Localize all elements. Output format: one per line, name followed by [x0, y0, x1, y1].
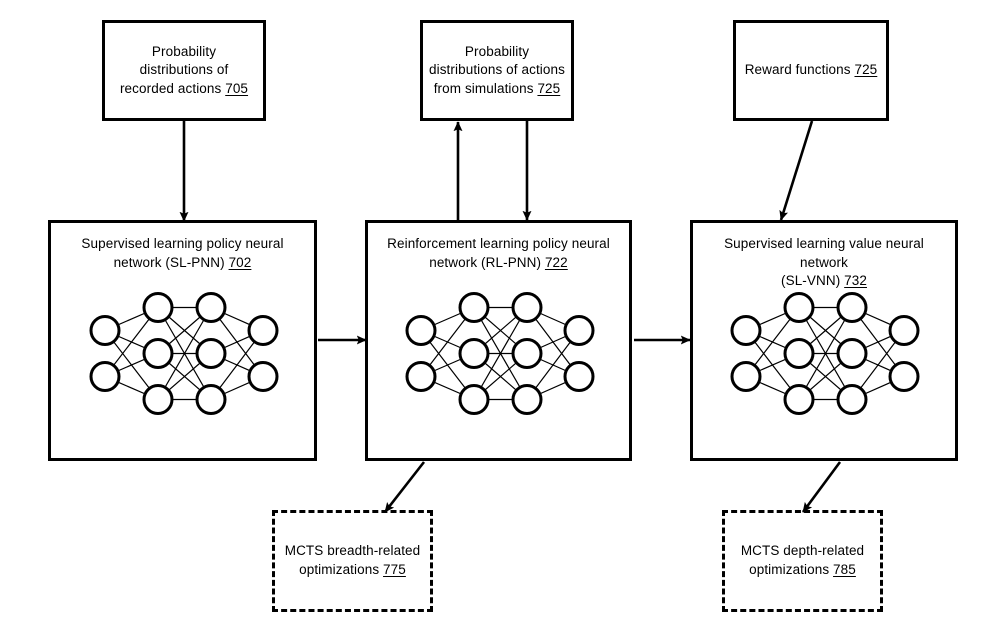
label-line: distributions of	[139, 62, 229, 78]
box-rl-pnn: Reinforcement learning policy neural net…	[365, 220, 632, 461]
arrow-reward-to-sl-vnn	[779, 120, 814, 221]
label-line: Probability	[464, 43, 530, 59]
reference-numeral: 702	[228, 254, 252, 270]
label-line: MCTS depth-related	[740, 543, 865, 559]
box-label: Reward functions 725	[739, 61, 884, 80]
label-line: Supervised learning policy neural	[81, 236, 284, 251]
neural-network-diagram-rl-pnn	[368, 281, 629, 426]
reference-numeral: 725	[854, 62, 878, 78]
reference-numeral: 785	[833, 562, 856, 577]
label-line: optimizations	[299, 562, 384, 577]
box-label: Probability distributions of recorded ac…	[114, 43, 254, 99]
label-line: network (RL-PNN)	[429, 254, 545, 270]
label-line: distributions of actions	[429, 62, 565, 78]
box-mcts-breadth-optimizations: MCTS breadth-related optimizations 775	[272, 510, 433, 612]
box-probability-distributions-recorded-actions: Probability distributions of recorded ac…	[102, 20, 266, 121]
neural-network-diagram-sl-pnn	[51, 281, 314, 426]
label-line: network (SL-PNN)	[113, 254, 229, 270]
reference-numeral: 722	[544, 254, 568, 270]
label-line: Reinforcement learning policy neural	[387, 236, 610, 251]
box-label: Supervised learning value neural network…	[693, 223, 955, 291]
box-label: Supervised learning policy neural networ…	[75, 223, 289, 272]
box-probability-distributions-actions-simulations: Probability distributions of actions fro…	[420, 20, 574, 121]
box-sl-vnn: Supervised learning value neural network…	[690, 220, 958, 461]
neural-network-svg	[730, 292, 920, 415]
box-label: MCTS breadth-related optimizations 775	[279, 542, 427, 579]
arrow-rl-pnn-to-mcts-breadth	[383, 461, 426, 513]
reference-numeral: 705	[225, 80, 249, 96]
label-line: Probability	[151, 43, 217, 59]
label-line: from simulations	[433, 80, 538, 96]
arrow-sl-vnn-to-mcts-depth	[801, 461, 842, 513]
box-sl-pnn: Supervised learning policy neural networ…	[48, 220, 317, 461]
reference-numeral: 775	[383, 562, 406, 577]
reference-numeral: 725	[537, 80, 561, 96]
neural-network-svg	[89, 292, 278, 415]
label-line: MCTS breadth-related	[284, 543, 421, 559]
label-line: optimizations	[749, 562, 834, 577]
box-reward-functions: Reward functions 725	[733, 20, 889, 121]
box-mcts-depth-optimizations: MCTS depth-related optimizations 785	[722, 510, 883, 612]
label-line: (SL-VNN)	[781, 273, 845, 289]
label-line: Reward functions	[744, 62, 855, 78]
box-label: Probability distributions of actions fro…	[423, 43, 571, 99]
label-line: recorded actions	[119, 80, 226, 96]
neural-network-svg	[405, 292, 594, 415]
reference-numeral: 732	[844, 273, 867, 289]
label-line: Supervised learning value neural network	[724, 236, 924, 270]
neural-network-diagram-sl-vnn	[693, 281, 955, 426]
box-label: Reinforcement learning policy neural net…	[381, 223, 616, 272]
box-label: MCTS depth-related optimizations 785	[735, 542, 870, 579]
